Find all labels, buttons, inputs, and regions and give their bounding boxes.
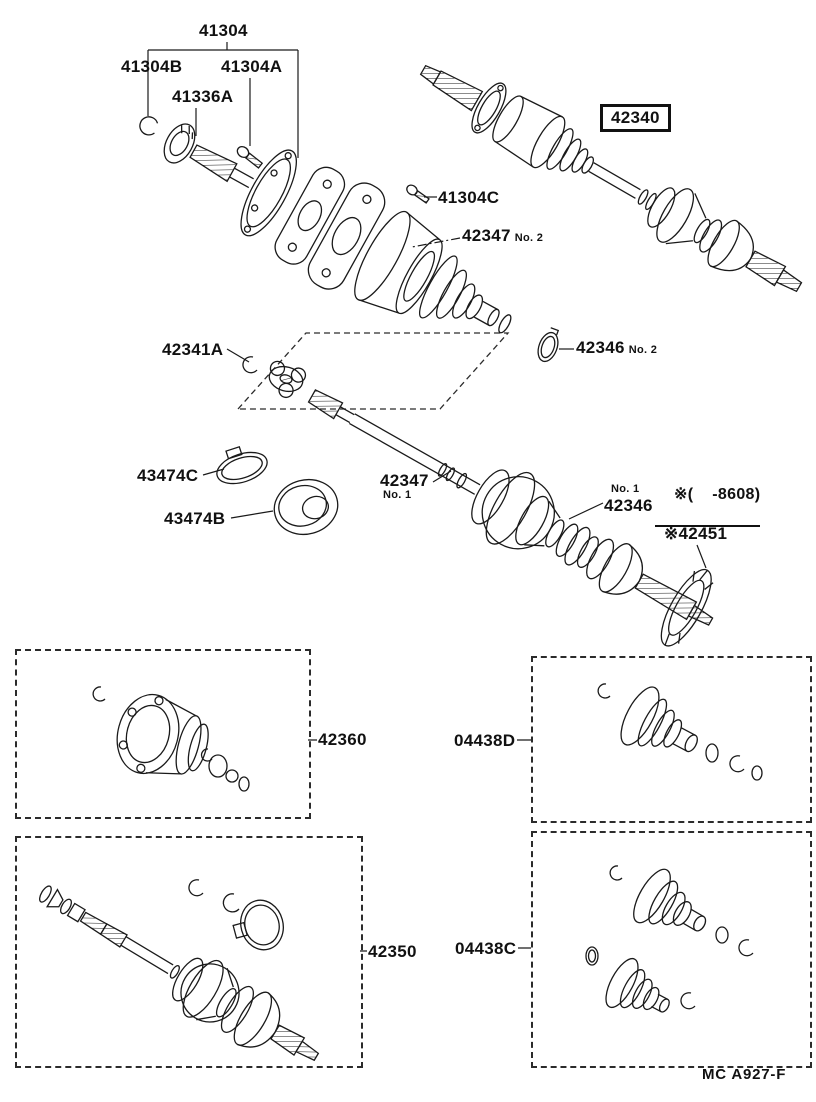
part-label-42346-no1[interactable]: No. 1 42346	[604, 482, 653, 515]
page-code-text: MC A927-F	[702, 1066, 787, 1083]
drawing-inboard-joint-kit-42360	[92, 686, 250, 792]
part-note: No. 2	[514, 232, 544, 244]
part-label-42341A[interactable]: 42341A	[162, 340, 223, 359]
part-number: 41304	[199, 21, 248, 40]
part-label-43474C[interactable]: 43474C	[137, 466, 198, 485]
part-number: 42350	[368, 942, 417, 961]
part-label-42340-highlighted[interactable]: 42340	[600, 104, 671, 132]
drawing-boot-clamp-42346-no2	[537, 327, 560, 363]
part-number: 41304B	[121, 57, 183, 76]
drawing-dust-cover-43474B	[273, 478, 339, 536]
part-label-04438C[interactable]: 04438C	[455, 939, 516, 958]
applicability-note: ※( -8608)	[655, 466, 761, 527]
part-label-42360[interactable]: 42360	[318, 730, 367, 749]
part-label-41304[interactable]: 41304	[199, 21, 248, 40]
part-label-41304B[interactable]: 41304B	[121, 57, 182, 76]
part-note: No. 1	[611, 483, 640, 495]
part-number: 42346	[604, 496, 653, 515]
drawing-outboard-shaft-kit-42350	[39, 879, 320, 1062]
part-label-04438D[interactable]: 04438D	[454, 731, 515, 750]
drawing-axle-shaft-42347-no1	[307, 389, 714, 647]
part-label-41304A[interactable]: 41304A	[221, 57, 282, 76]
part-number: 41336A	[172, 87, 234, 106]
kit-box-04438C	[531, 831, 812, 1068]
part-label-41336A[interactable]: 41336A	[172, 87, 233, 106]
assembly-locator-outline	[236, 332, 510, 410]
part-number: 41304A	[221, 57, 283, 76]
kit-box-42350	[15, 836, 363, 1068]
part-label-42347-no1[interactable]: 42347 No. 1	[380, 471, 429, 503]
part-number: 04438C	[455, 939, 517, 958]
part-label-42451[interactable]: ※42451	[664, 524, 727, 543]
leader-lines	[147, 42, 707, 952]
part-number: 42347	[380, 471, 429, 490]
part-number: 42360	[318, 730, 367, 749]
note-text: ※( -8608)	[673, 486, 761, 503]
part-note: No. 1	[383, 489, 412, 501]
kit-box-42360	[15, 649, 311, 819]
part-note: No. 2	[628, 344, 658, 356]
kit-box-04438D	[531, 656, 812, 823]
page-code: MC A927-F	[702, 1066, 786, 1083]
drawing-boot-kit-04438D	[597, 683, 763, 781]
part-number: 43474B	[164, 509, 226, 528]
part-number: 41304C	[438, 188, 500, 207]
part-number: 43474C	[137, 466, 199, 485]
part-label-42350[interactable]: 42350	[368, 942, 417, 961]
part-label-41304C[interactable]: 41304C	[438, 188, 499, 207]
part-number: ※42451	[664, 524, 728, 543]
drawing-axle-shaft-assembly-42340	[419, 64, 803, 293]
part-number: 04438D	[454, 731, 516, 750]
drawing-spider-42341A	[268, 360, 307, 399]
drawing-inboard-joint-exploded	[139, 116, 512, 334]
drawing-bolt-41304A	[236, 145, 264, 169]
part-number: 42341A	[162, 340, 224, 359]
part-number: 42347	[462, 226, 511, 245]
part-number: 42346	[576, 338, 625, 357]
drawing-clamp-43474C	[216, 445, 268, 485]
drawing-bolt-41304C	[406, 184, 430, 204]
part-label-43474B[interactable]: 43474B	[164, 509, 225, 528]
drawing-boot-kit-04438C	[585, 865, 754, 1013]
part-number: 42340	[611, 108, 660, 127]
drawing-snap-ring-42341A	[242, 356, 258, 374]
